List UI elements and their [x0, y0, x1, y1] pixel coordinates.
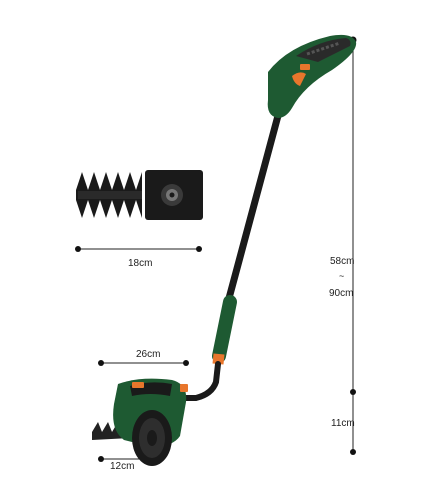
dimension-line-blade [75, 246, 202, 252]
height-range-separator: ~ [339, 271, 345, 281]
handle [267, 34, 357, 118]
head-width-label: 12cm [110, 461, 135, 472]
dimension-line-height [349, 36, 357, 455]
blade-width-label: 18cm [128, 258, 153, 269]
head-length-label: 26cm [136, 349, 161, 360]
height-min-label: 58cm [330, 256, 355, 267]
shear-head [92, 378, 188, 466]
height-max-label: 90cm [329, 288, 354, 299]
dimension-line-head-length [98, 360, 189, 366]
telescopic-pole [181, 108, 283, 401]
wheel-height-label: 11cm [331, 418, 355, 429]
blade-attachment [76, 170, 203, 220]
